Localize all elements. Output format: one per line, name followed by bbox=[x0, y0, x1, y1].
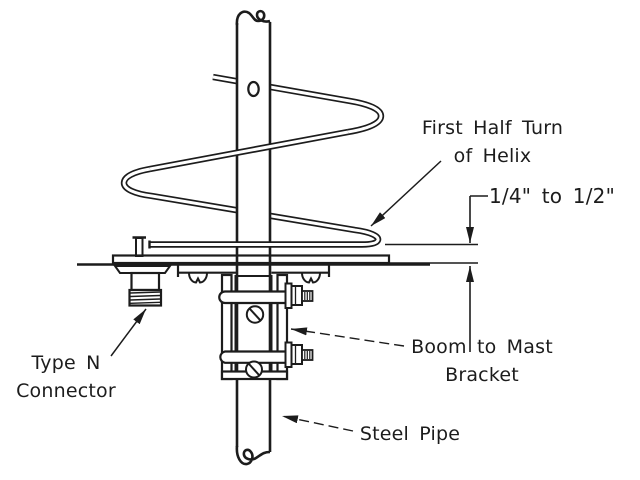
pipe-break-bottom bbox=[235, 445, 271, 466]
first-half-turn-label-line1: First Half Turn bbox=[421, 117, 564, 139]
steel-pipe-leader bbox=[281, 415, 354, 432]
lock-washer-left bbox=[188, 272, 208, 284]
connector-threads bbox=[130, 291, 161, 304]
bracket-top-bar bbox=[176, 262, 331, 277]
type-n-label-line2: Connector bbox=[16, 380, 116, 402]
slotted-screw-lower bbox=[245, 360, 263, 379]
u-bolt-upper bbox=[218, 290, 288, 305]
feed-pin bbox=[132, 236, 146, 257]
gap-dimension-label: 1/4" to 1/2" bbox=[489, 184, 615, 208]
leader-arrows bbox=[110, 160, 442, 432]
boom-pipe bbox=[235, 9, 272, 466]
boom-hole bbox=[247, 80, 260, 98]
first-half-turn-label: First Half Turn of Helix bbox=[390, 114, 595, 170]
boom-to-mast-bracket bbox=[176, 262, 331, 381]
u-bolt-lower bbox=[219, 350, 288, 364]
first-half-turn-leader bbox=[370, 160, 442, 227]
gap-dimension bbox=[385, 195, 488, 352]
slotted-screw-upper bbox=[245, 305, 265, 324]
type-n-leader bbox=[110, 308, 147, 357]
first-half-turn-label-line2: of Helix bbox=[453, 145, 532, 167]
helix-coil-back bbox=[120, 73, 385, 248]
pipe-break-top bbox=[235, 9, 271, 26]
type-n-connector-label: Type N Connector bbox=[8, 349, 124, 405]
hex-nut-upper bbox=[284, 282, 314, 309]
type-n-label-line1: Type N bbox=[31, 352, 101, 374]
type-n-connector bbox=[113, 265, 172, 307]
hex-nut-lower bbox=[284, 341, 314, 368]
bracket-label-line1: Boom to Mast bbox=[411, 336, 553, 358]
bracket-leader bbox=[290, 327, 405, 347]
steel-pipe-label: Steel Pipe bbox=[359, 423, 461, 445]
lock-washer-right bbox=[301, 272, 321, 284]
boom-to-mast-bracket-label: Boom to Mast Bracket bbox=[406, 333, 558, 389]
bracket-label-line2: Bracket bbox=[445, 364, 519, 386]
helix-coil-front bbox=[148, 128, 362, 249]
